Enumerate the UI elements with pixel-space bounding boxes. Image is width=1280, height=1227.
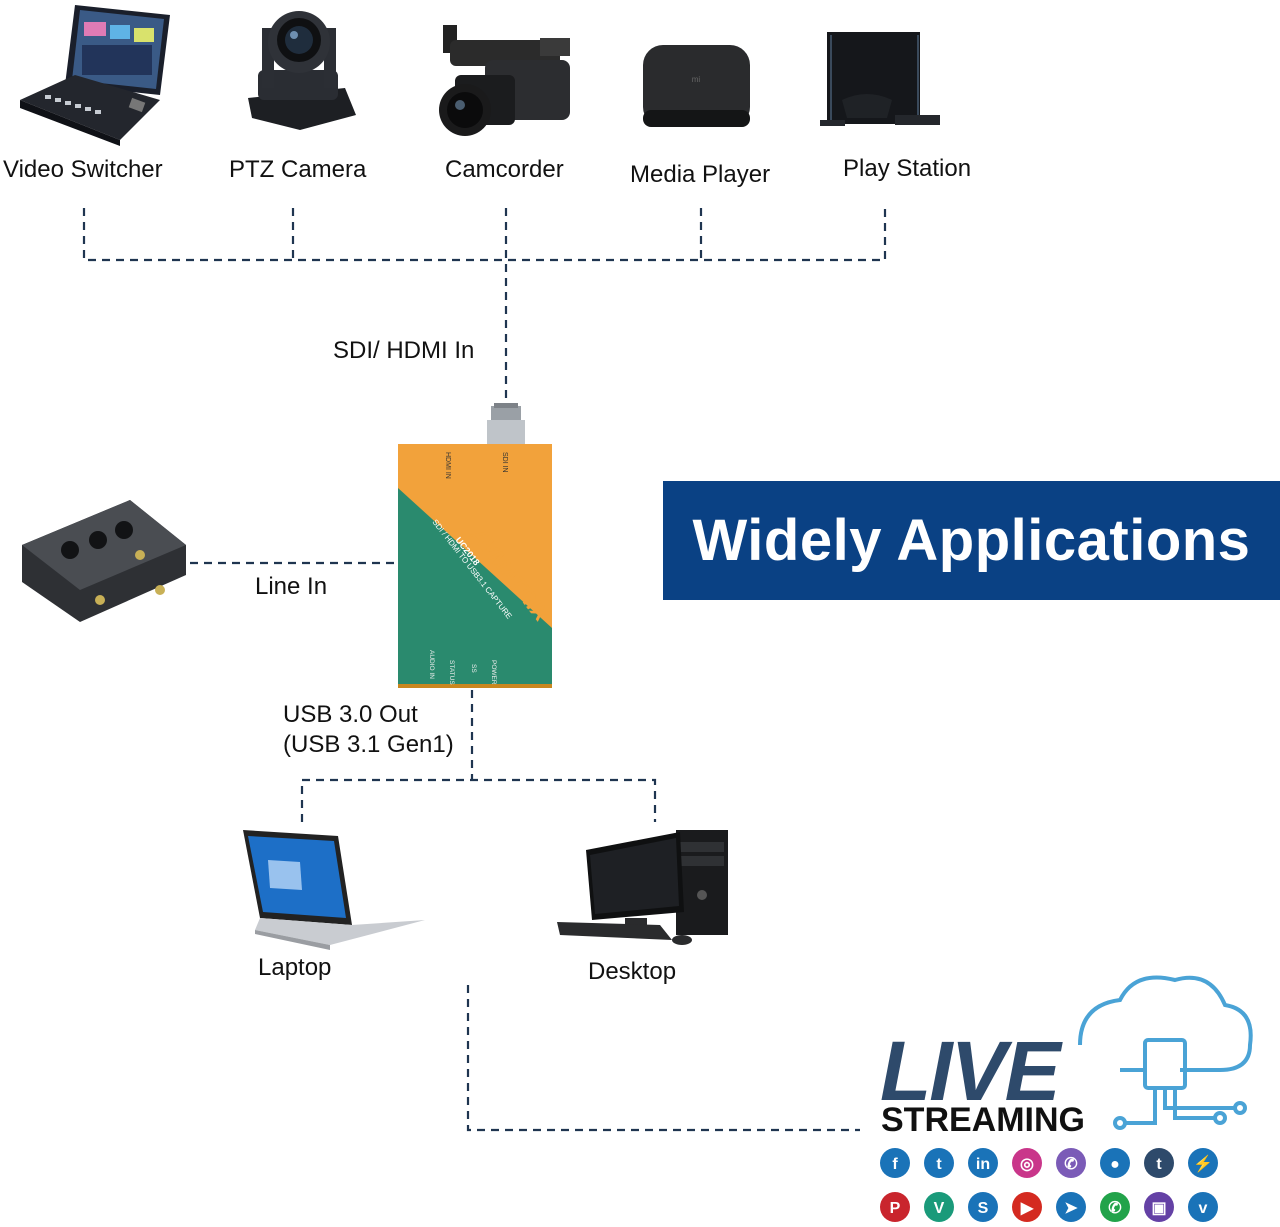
svg-text:S: S	[978, 1200, 989, 1217]
usb-out-line1: USB 3.0 Out	[283, 701, 418, 728]
output-label-desktop: Desktop	[588, 958, 677, 985]
port-hdmi-label: HDMI IN	[444, 452, 451, 479]
source-label-ptz-camera: PTZ Camera	[229, 156, 367, 183]
svg-text:f: f	[892, 1156, 898, 1173]
vine-icon	[924, 1192, 954, 1222]
twitch-icon	[1144, 1192, 1174, 1222]
source-label-camcorder: Camcorder	[445, 156, 564, 183]
live-text: LIVE	[880, 1024, 1064, 1118]
port-power-label: POWER	[490, 660, 497, 685]
svg-text:✆: ✆	[1108, 1200, 1122, 1217]
svg-text:⚡: ⚡	[1193, 1154, 1213, 1173]
sdi-hdmi-in-label: SDI/ HDMI In	[333, 337, 475, 364]
camcorder-icon	[439, 25, 570, 136]
telegram-icon	[1056, 1192, 1086, 1222]
svg-text:v: v	[1199, 1200, 1208, 1217]
bnc-connector	[487, 403, 525, 445]
cloud-circuit-icon	[1078, 975, 1253, 1130]
title-banner: Widely Applications	[663, 481, 1280, 600]
svg-text:t: t	[1156, 1156, 1162, 1173]
periscope-icon	[1100, 1148, 1130, 1178]
audio-mixer-icon	[22, 500, 186, 622]
svg-text:▣: ▣	[1151, 1200, 1166, 1217]
social-icons	[880, 1148, 1218, 1222]
page-title: Widely Applications	[692, 508, 1251, 573]
source-label-play-station: Play Station	[843, 155, 972, 182]
svg-text:➤: ➤	[1064, 1200, 1078, 1217]
svg-text:V: V	[934, 1200, 945, 1217]
media-player-icon: mi	[643, 45, 750, 127]
connector-lines	[82, 208, 887, 1132]
svg-text:P: P	[890, 1200, 901, 1217]
line-in-label: Line In	[255, 573, 328, 600]
port-audio-label: AUDIO IN	[428, 650, 435, 679]
svg-text:mi: mi	[692, 75, 701, 84]
svg-text:▶: ▶	[1020, 1200, 1034, 1217]
svg-text:◎: ◎	[1020, 1156, 1034, 1173]
whatsapp-icon	[1100, 1192, 1130, 1222]
streaming-text: STREAMING	[881, 1101, 1085, 1139]
port-status-label: STATUS	[448, 660, 455, 685]
source-label-media-player: Media Player	[630, 161, 771, 188]
tumblr-icon	[1144, 1148, 1174, 1178]
instagram-icon	[1012, 1148, 1042, 1178]
linkedin-icon	[968, 1148, 998, 1178]
usb-out-line2: (USB 3.1 Gen1)	[283, 731, 454, 758]
skype-icon	[968, 1192, 998, 1222]
twitter-icon	[924, 1148, 954, 1178]
svg-text:in: in	[976, 1156, 990, 1173]
svg-text:✆: ✆	[1064, 1156, 1078, 1173]
usb-out-label: USB 3.0 Out (USB 3.1 Gen1)	[283, 700, 454, 760]
port-usb-label: SS	[470, 664, 477, 673]
capture-device	[398, 444, 552, 688]
output-label-laptop: Laptop	[258, 954, 332, 981]
facebook-icon	[880, 1148, 910, 1178]
port-sdi-label: SDI IN	[501, 452, 508, 473]
play-station-icon	[820, 32, 940, 126]
source-label-video-switcher: Video Switcher	[3, 156, 163, 183]
desktop-computer-icon	[557, 830, 728, 945]
ptz-camera-icon	[248, 11, 356, 130]
pinterest-icon	[880, 1192, 910, 1222]
youtube-icon	[1012, 1192, 1042, 1222]
vimeo-icon	[1188, 1192, 1218, 1222]
svg-text:●: ●	[1110, 1156, 1120, 1173]
messenger-icon	[1188, 1148, 1218, 1178]
viber-icon	[1056, 1148, 1086, 1178]
svg-text:t: t	[936, 1156, 942, 1173]
video-switcher-icon	[20, 5, 170, 146]
laptop-icon	[243, 830, 425, 950]
